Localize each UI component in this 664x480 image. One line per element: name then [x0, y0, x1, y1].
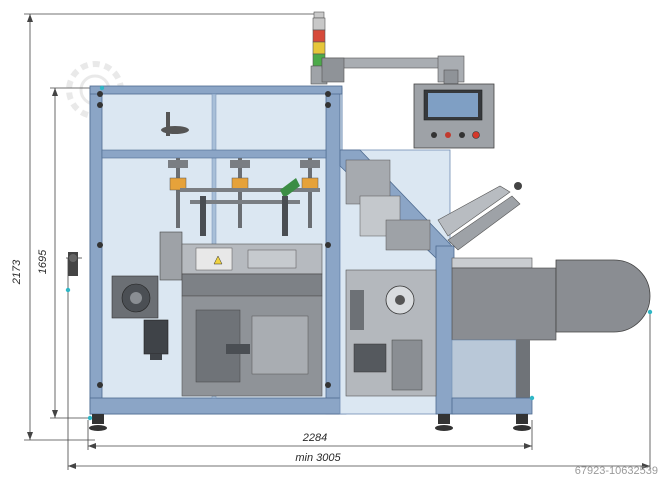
internal-mechanism: [68, 112, 323, 397]
discharge-conveyor: [451, 257, 651, 415]
dimension-lines: [24, 13, 651, 470]
dim-width-frame: 2284: [302, 432, 327, 444]
dim-height-total: 2173: [11, 259, 23, 285]
watermark-id-text: 67923-10632539: [575, 465, 658, 477]
dimension-arrows: [27, 14, 650, 469]
hmi-arm: [321, 55, 465, 85]
right-section: [339, 149, 522, 415]
reference-points: [65, 85, 653, 421]
dim-width-total: min 3005: [295, 452, 341, 464]
machine-feet: [89, 414, 531, 431]
dim-height-frame: 1695: [37, 249, 49, 274]
hmi-panel-icon: [413, 83, 495, 149]
